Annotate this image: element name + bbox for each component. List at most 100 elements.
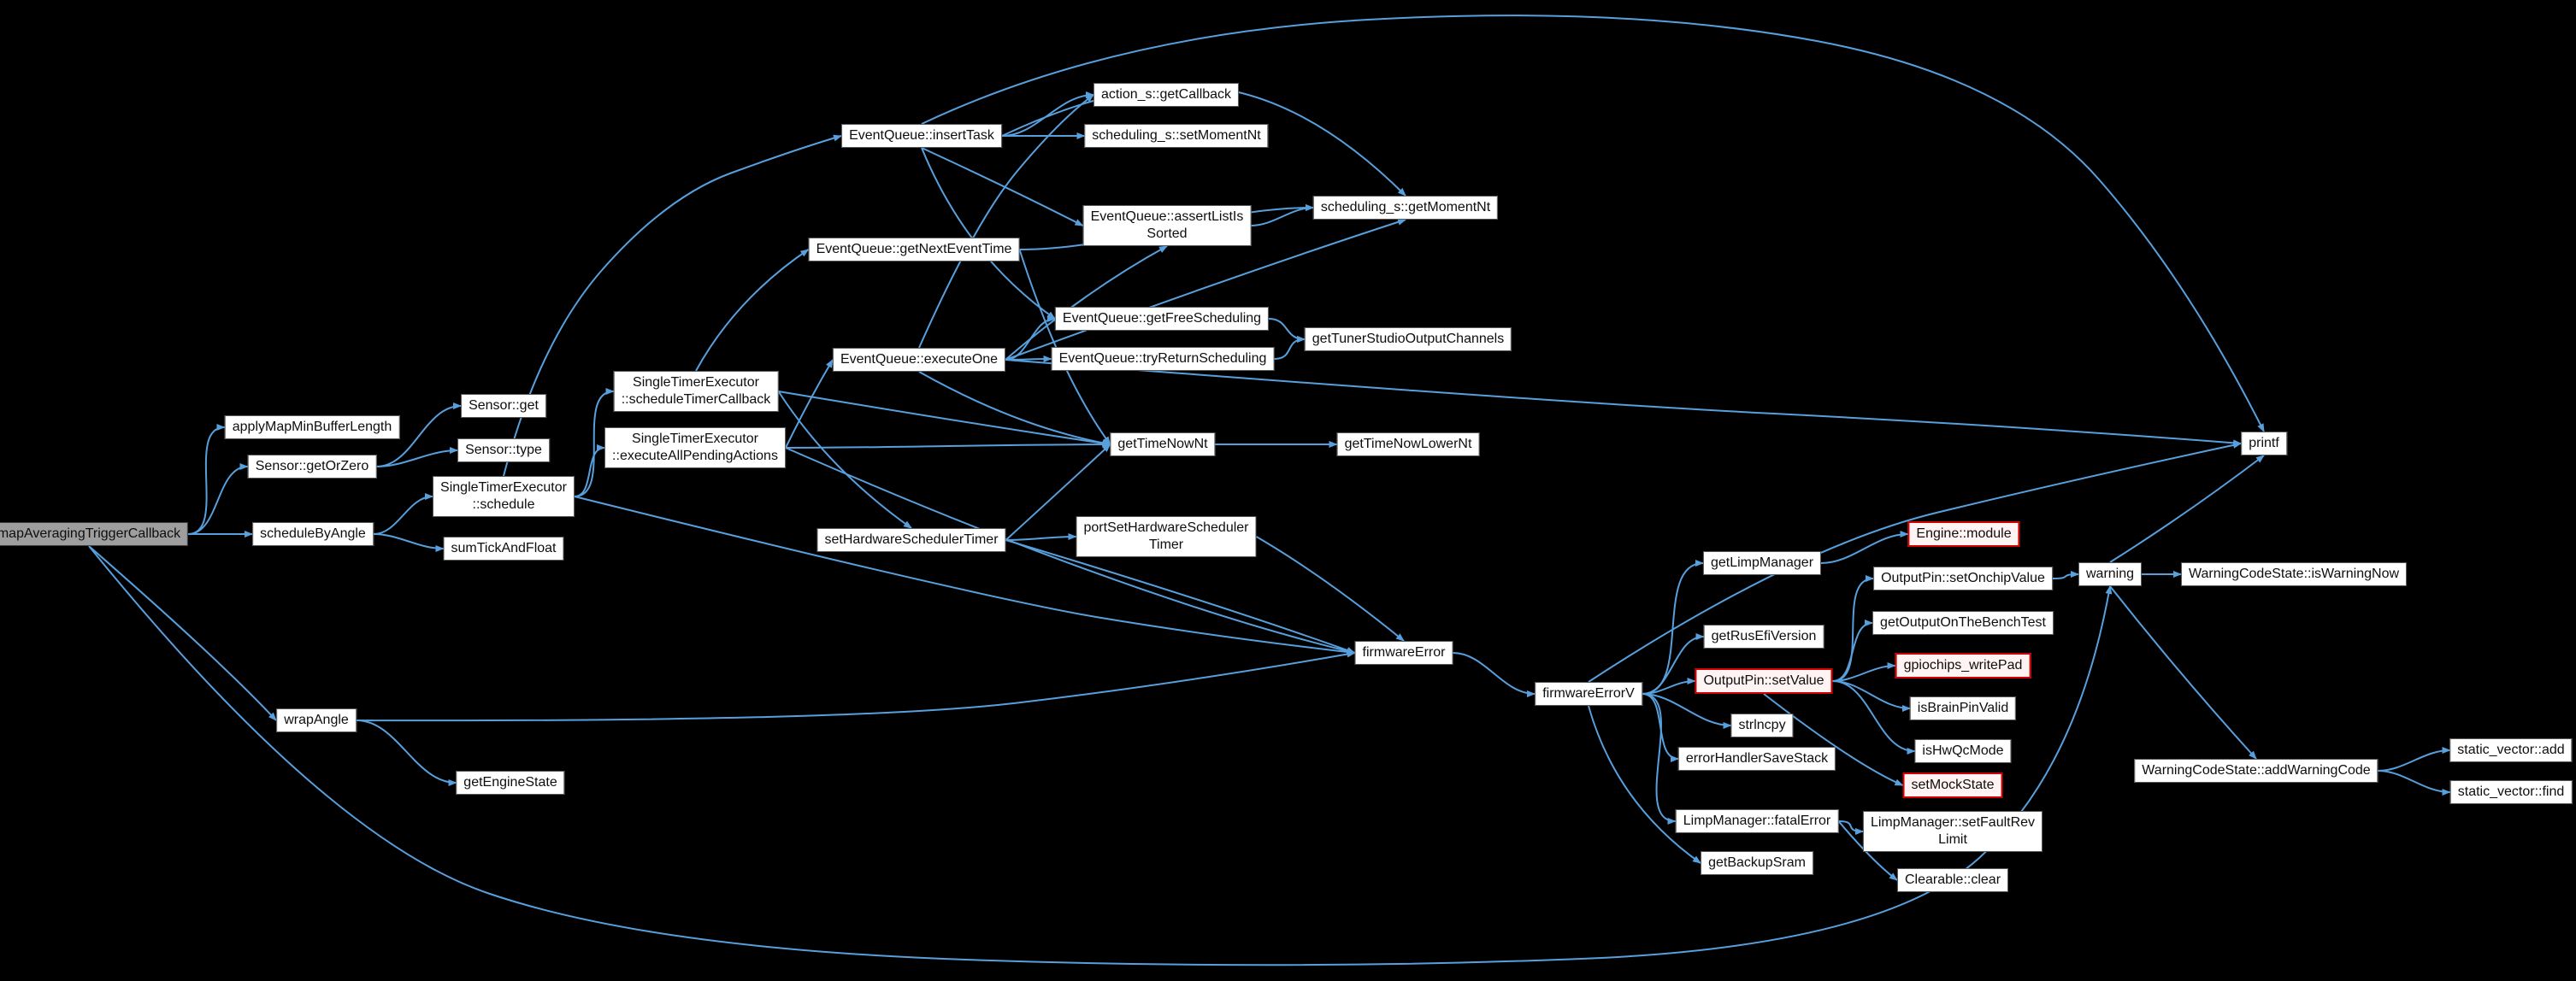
node-staticVectorAdd[interactable]: static_vector::add bbox=[2449, 738, 2573, 762]
edge-firmwareErrorV-to-printf bbox=[1588, 441, 2242, 683]
edge-sensorGetOrZero-to-sensorGet bbox=[376, 402, 462, 467]
edge-executeAllPendingActions-to-firmwareError bbox=[785, 447, 1356, 655]
node-tryReturnScheduling[interactable]: EventQueue::tryReturnScheduling bbox=[1051, 347, 1275, 371]
edge-executeOne-to-assertListIsSorted bbox=[1005, 245, 1168, 361]
node-sensorType[interactable]: Sensor::type bbox=[457, 438, 550, 462]
edge-executeOne-to-getFreeScheduling bbox=[1005, 315, 1056, 361]
node-sensorGet[interactable]: Sensor::get bbox=[461, 394, 546, 418]
edge-wrapAngle-to-getEngineState bbox=[356, 720, 457, 786]
node-sensorGetOrZero[interactable]: Sensor::getOrZero bbox=[247, 455, 377, 479]
edge-wrapAngle-to-firmwareError bbox=[356, 650, 1356, 722]
edge-scheduleTimerCallback-to-getTimeNowNt bbox=[778, 391, 1111, 447]
node-warning[interactable]: warning bbox=[2078, 562, 2143, 586]
edge-executeOne-to-getTimeNowNt bbox=[918, 371, 1111, 447]
node-isBrainPinValid[interactable]: isBrainPinValid bbox=[1909, 696, 2017, 720]
edge-map-to-applyMapMinBufferLength bbox=[187, 424, 226, 535]
node-getFreeScheduling[interactable]: EventQueue::getFreeScheduling bbox=[1054, 307, 1270, 331]
node-setFaultRevLimit[interactable]: LimpManager::setFaultRev Limit bbox=[1862, 811, 2043, 852]
edge-setHardwareSchedulerTimer-to-firmwareError bbox=[1005, 539, 1356, 654]
edge-setHardwareSchedulerTimer-to-portSetHardwareSchedulerTimer bbox=[1005, 533, 1077, 541]
edge-fatalError-to-setFaultRevLimit bbox=[1838, 820, 1864, 835]
node-schedule[interactable]: SingleTimerExecutor ::schedule bbox=[433, 476, 575, 517]
node-sumTickAndFloat[interactable]: sumTickAndFloat bbox=[443, 537, 564, 561]
node-setMomentNt[interactable]: scheduling_s::setMomentNt bbox=[1084, 124, 1269, 148]
node-getTimeNowNt[interactable]: getTimeNowNt bbox=[1110, 432, 1216, 456]
node-portSetHardwareSchedulerTimer[interactable]: portSetHardwareScheduler Timer bbox=[1076, 516, 1257, 557]
edge-schedule-to-scheduleTimerCallback bbox=[574, 388, 615, 497]
edge-schedule-to-insertTask bbox=[503, 134, 842, 477]
edge-firmwareError-to-firmwareErrorV bbox=[1453, 652, 1536, 697]
node-getTimeNowLowerNt[interactable]: getTimeNowLowerNt bbox=[1336, 432, 1480, 456]
node-getMomentNt[interactable]: scheduling_s::getMomentNt bbox=[1312, 196, 1499, 220]
node-getRusEfiVersion[interactable]: getRusEfiVersion bbox=[1703, 625, 1824, 649]
edge-firmwareErrorV-to-getRusEfiVersion bbox=[1642, 633, 1705, 695]
node-staticVectorFind[interactable]: static_vector::find bbox=[2449, 780, 2573, 804]
edge-firmwareErrorV-to-fatalError bbox=[1642, 693, 1677, 825]
edge-executeOne-to-getMomentNt bbox=[1005, 218, 1406, 361]
node-insertTask[interactable]: EventQueue::insertTask bbox=[841, 124, 1002, 148]
edge-scheduleTimerCallback-to-getNextEventTime bbox=[695, 249, 810, 372]
node-isHwQcMode[interactable]: isHwQcMode bbox=[1914, 739, 2012, 763]
node-errorHandlerSaveStack[interactable]: errorHandlerSaveStack bbox=[1677, 747, 1836, 771]
edge-outputPinSetValue-to-isHwQcMode bbox=[1832, 680, 1916, 755]
node-gpiochipsWritePad[interactable]: gpiochips_writePad bbox=[1895, 653, 2031, 678]
edge-outputPinSetValue-to-isBrainPinValid bbox=[1832, 680, 1911, 712]
edge-map-to-sensorGetOrZero bbox=[187, 463, 249, 535]
node-setMockState[interactable]: setMockState bbox=[1902, 772, 2003, 798]
node-setOnchipValue[interactable]: OutputPin::setOnchipValue bbox=[1873, 567, 2053, 590]
node-executeOne[interactable]: EventQueue::executeOne bbox=[832, 348, 1006, 372]
node-getOutputOnTheBenchTest[interactable]: getOutputOnTheBenchTest bbox=[1872, 611, 2054, 635]
edge-warning-to-printf bbox=[2109, 455, 2265, 563]
edge-schedule-to-executeAllPendingActions bbox=[574, 444, 605, 497]
node-executeAllPendingActions[interactable]: SingleTimerExecutor ::executeAllPendingA… bbox=[604, 427, 786, 468]
node-engineModule[interactable]: Engine::module bbox=[1907, 521, 2020, 547]
node-scheduleTimerCallback[interactable]: SingleTimerExecutor ::scheduleTimerCallb… bbox=[613, 371, 779, 412]
edge-portSetHardwareSchedulerTimer-to-firmwareError bbox=[1255, 536, 1405, 642]
edge-outputPinSetValue-to-getOutputOnTheBenchTest bbox=[1832, 620, 1873, 682]
node-getBackupSram[interactable]: getBackupSram bbox=[1701, 851, 1813, 875]
edge-setOnchipValue-to-warning bbox=[2052, 571, 2079, 579]
edge-assertListIsSorted-to-getMomentNt bbox=[1251, 204, 1314, 226]
node-scheduleByAngle[interactable]: scheduleByAngle bbox=[252, 522, 374, 546]
edge-setHardwareSchedulerTimer-to-getTimeNowNt bbox=[1005, 444, 1111, 541]
edge-executeAllPendingActions-to-executeOne bbox=[785, 359, 834, 449]
edge-fatalError-to-clearableClear bbox=[1837, 820, 1898, 881]
node-strlncpy[interactable]: strlncpy bbox=[1730, 714, 1794, 737]
edge-firmwareErrorV-to-strlncpy bbox=[1642, 693, 1732, 729]
node-firmwareError[interactable]: firmwareError bbox=[1354, 641, 1453, 665]
node-fatalError[interactable]: LimpManager::fatalError bbox=[1675, 809, 1839, 833]
node-printf[interactable]: printf bbox=[2241, 432, 2287, 455]
edge-executeAllPendingActions-to-getTimeNowNt bbox=[785, 441, 1111, 449]
node-getNextEventTime[interactable]: EventQueue::getNextEventTime bbox=[808, 238, 1020, 261]
node-isWarningNow[interactable]: WarningCodeState::isWarningNow bbox=[2180, 562, 2408, 586]
edge-executeOne-to-printf bbox=[1005, 359, 2242, 447]
edge-map-to-warning bbox=[88, 545, 2113, 966]
node-getEngineState[interactable]: getEngineState bbox=[456, 771, 565, 795]
node-getCallback[interactable]: action_s::getCallback bbox=[1093, 83, 1240, 107]
edge-map-to-wrapAngle bbox=[88, 545, 277, 721]
node-firmwareErrorV[interactable]: firmwareErrorV bbox=[1535, 682, 1642, 706]
node-wrapAngle[interactable]: wrapAngle bbox=[276, 708, 357, 732]
node-map[interactable]: mapAveragingTriggerCallback bbox=[0, 522, 189, 546]
edge-insertTask-to-assertListIsSorted bbox=[921, 147, 1084, 226]
edge-schedule-to-firmwareError bbox=[574, 496, 1356, 655]
node-addWarningCode[interactable]: WarningCodeState::addWarningCode bbox=[2134, 759, 2379, 783]
edge-tryReturnScheduling-to-getTunerStudioOutputChannels bbox=[1274, 336, 1306, 360]
node-applyMapMinBufferLength[interactable]: applyMapMinBufferLength bbox=[224, 415, 400, 439]
edge-addWarningCode-to-staticVectorAdd bbox=[2378, 747, 2451, 772]
edge-warning-to-addWarningCode bbox=[2109, 585, 2257, 760]
edge-addWarningCode-to-staticVectorFind bbox=[2378, 770, 2451, 796]
node-clearableClear[interactable]: Clearable::clear bbox=[1896, 868, 2009, 892]
node-getLimpManager[interactable]: getLimpManager bbox=[1702, 551, 1822, 575]
edge-getLimpManager-to-engineModule bbox=[1820, 531, 1909, 564]
edge-insertTask-to-printf bbox=[921, 15, 2265, 432]
node-setHardwareSchedulerTimer[interactable]: setHardwareSchedulerTimer bbox=[816, 528, 1006, 552]
node-getTunerStudioOutputChannels[interactable]: getTunerStudioOutputChannels bbox=[1304, 327, 1512, 351]
node-outputPinSetValue[interactable]: OutputPin::setValue bbox=[1695, 668, 1833, 694]
edge-scheduleByAngle-to-schedule bbox=[373, 493, 433, 535]
edge-scheduleByAngle-to-sumTickAndFloat bbox=[373, 533, 445, 552]
node-assertListIsSorted[interactable]: EventQueue::assertListIs Sorted bbox=[1082, 205, 1252, 246]
edge-firmwareErrorV-to-getLimpManager bbox=[1642, 560, 1704, 695]
